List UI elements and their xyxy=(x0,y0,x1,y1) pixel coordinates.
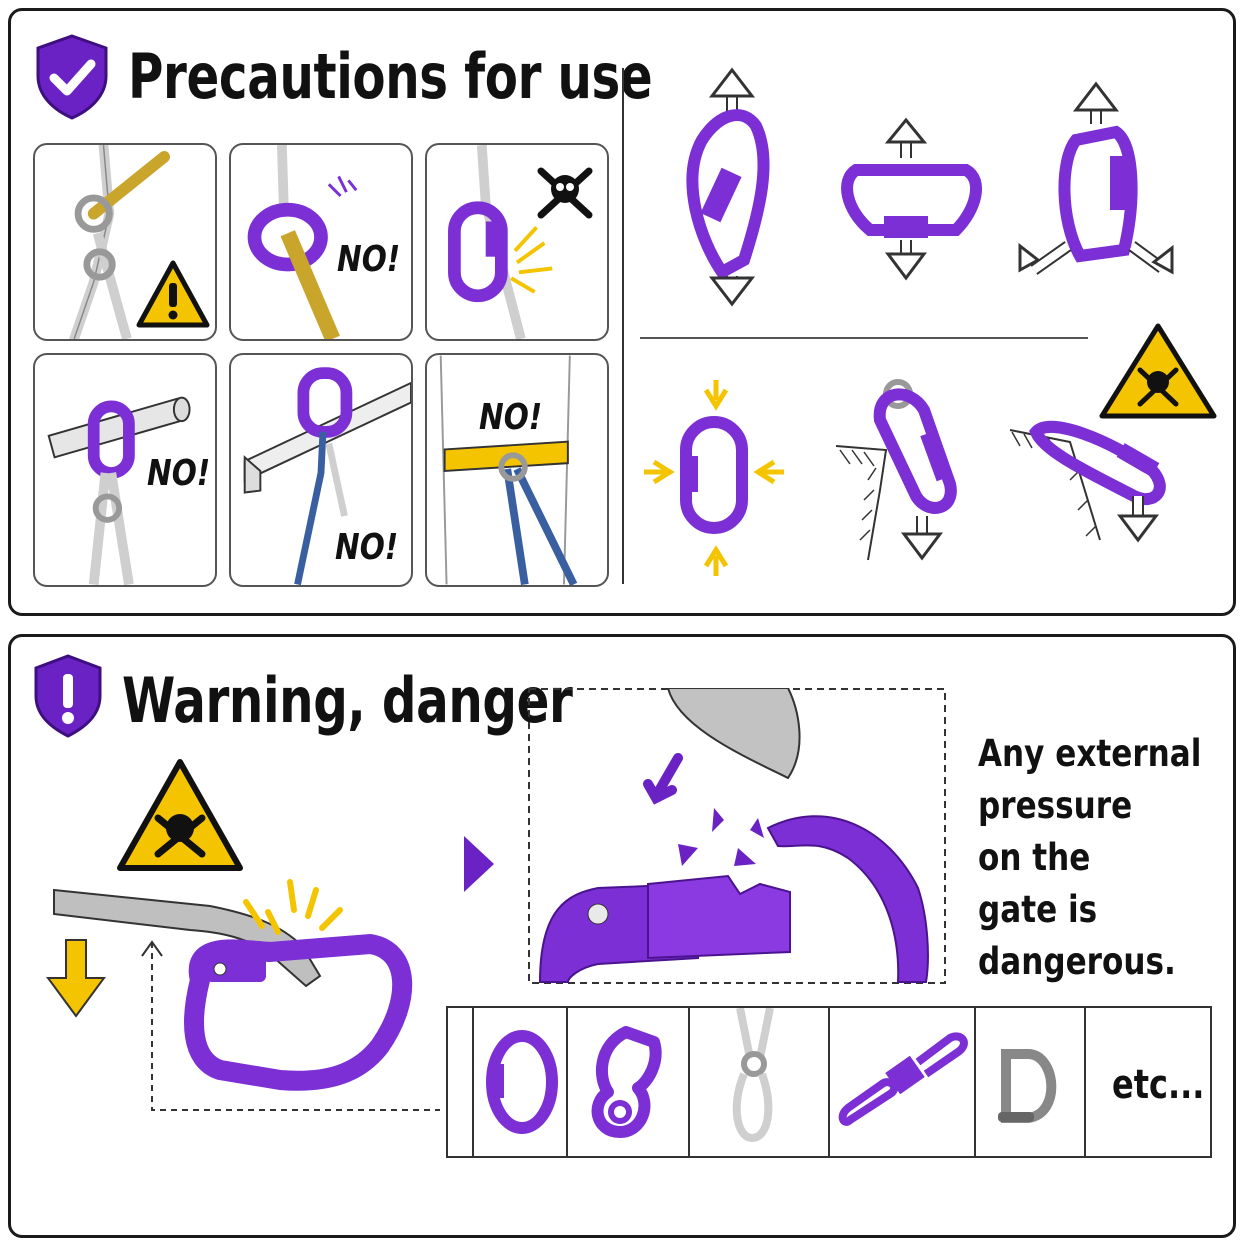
bar-anchor-illustration xyxy=(47,396,191,585)
shield-check-icon xyxy=(36,34,108,120)
cell-beam-anchor: NO! xyxy=(229,353,413,587)
cell-rope-through-ring: NO! xyxy=(229,143,413,341)
edge-cross-load xyxy=(1009,420,1166,543)
vertical-divider xyxy=(622,68,624,584)
rope-loop-icon xyxy=(732,1008,774,1143)
warning-triangle-icon xyxy=(136,260,210,328)
equipment-strip xyxy=(446,1006,1212,1158)
broken-gate-zoom xyxy=(528,688,946,984)
warning-line: pressure xyxy=(978,784,1133,827)
horizontal-divider xyxy=(640,337,1088,339)
edge-contact xyxy=(835,379,957,561)
swivel-carabiner-icon xyxy=(838,1032,968,1126)
gate-friction-illustration xyxy=(448,145,553,339)
no-label: NO! xyxy=(479,397,543,438)
figure-eight-descender-icon xyxy=(591,1026,662,1138)
skull-warning-icon xyxy=(117,759,243,871)
warning-title: Warning, danger xyxy=(122,664,573,737)
warning-line: Any external xyxy=(978,732,1202,775)
side-compression xyxy=(644,380,784,576)
beam-anchor-illustration xyxy=(243,367,411,585)
skull-crossbones-icon xyxy=(537,167,593,219)
strip-divider xyxy=(974,1008,976,1156)
warning-line: on the xyxy=(978,836,1091,879)
major-axis-load xyxy=(686,67,770,307)
precautions-title: Precautions for use xyxy=(128,40,653,113)
gate-pressure-illustration xyxy=(46,879,440,1111)
cell-bar-anchor: NO! xyxy=(33,353,217,587)
no-label: NO! xyxy=(147,453,211,494)
warning-line: gate is xyxy=(978,888,1098,931)
cell-knot-rope xyxy=(33,143,217,341)
cell-sling-wrap: NO! xyxy=(425,353,609,587)
d-shackle-icon xyxy=(998,1049,1057,1123)
oval-carabiner-icon xyxy=(486,1030,558,1134)
shield-exclamation-icon xyxy=(34,654,102,738)
skull-warning-icon xyxy=(1099,323,1217,419)
cell-gate-friction xyxy=(425,143,609,341)
rope-through-ring-illustration xyxy=(247,145,358,339)
etc-label: etc... xyxy=(1112,1062,1205,1108)
warning-description: Any external pressure on the gate is dan… xyxy=(978,728,1238,988)
play-arrow-icon xyxy=(464,836,494,892)
warning-line: dangerous. xyxy=(978,940,1176,983)
strip-divider xyxy=(688,1008,690,1156)
knot-rope-illustration xyxy=(69,145,170,339)
sling-wrap-illustration xyxy=(439,355,578,585)
strip-divider xyxy=(566,1008,568,1156)
strip-divider xyxy=(1084,1008,1086,1156)
no-label: NO! xyxy=(335,527,399,568)
loading-diagrams xyxy=(644,67,1217,576)
minor-axis-load xyxy=(841,117,982,281)
strip-divider xyxy=(472,1008,474,1156)
strip-divider xyxy=(828,1008,830,1156)
no-label: NO! xyxy=(337,239,401,280)
three-way-load xyxy=(1018,81,1174,275)
